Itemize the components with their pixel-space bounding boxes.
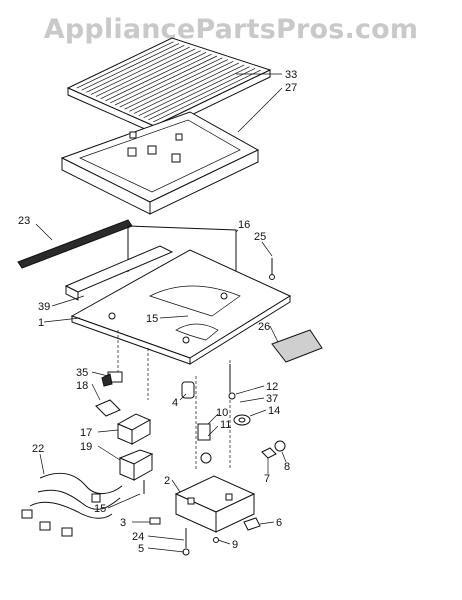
grille-slat [81,43,180,91]
callout-39: 39 [38,301,50,313]
part-1-plate [70,249,292,365]
grille-slat [86,45,185,93]
callouts: 33 27 23 16 25 39 1 15 26 35 18 12 37 14… [18,69,297,555]
callout-2: 2 [164,475,170,487]
assembly-guides [117,330,231,470]
callout-9: 9 [232,539,238,551]
callout-8: 8 [284,461,290,473]
part-18-bracket [95,399,121,417]
callout-26: 26 [258,321,270,333]
callout-15-bottom: 15 [94,503,106,515]
part-25-screw [269,258,275,280]
callout-7: 7 [264,473,270,485]
part-14-grommet [233,414,251,426]
callout-4: 4 [172,397,178,409]
callout-16: 16 [238,219,250,231]
part-39-bracket [64,245,174,301]
grille-slat [105,52,207,102]
grille-slat [114,55,218,106]
callout-19: 19 [80,441,92,453]
callout-11: 11 [220,419,231,431]
grille-slat [90,46,190,95]
grille-slat [95,48,196,97]
callout-17: 17 [80,427,92,439]
watermark: AppliancePartsPros.com [43,14,419,45]
part-23-strip [17,219,133,269]
grille-slat [143,66,250,118]
callout-18: 18 [76,380,88,392]
part-10-11-relay [197,423,212,464]
part-12-37-rod [228,364,236,400]
part-4-clip [181,381,195,399]
callout-25: 25 [254,231,266,243]
grille-slat [138,64,245,116]
callout-3: 3 [120,517,126,529]
callout-24: 24 [132,531,144,543]
part-35-knob [101,371,123,387]
grille-slat [110,53,212,104]
callout-33: 33 [285,69,297,81]
callout-6: 6 [276,517,282,529]
grille-slat [153,69,261,123]
part-19-housing [118,449,154,481]
leader-lines [35,73,287,553]
callout-35: 35 [76,367,88,379]
part-22-wire-harness [21,472,123,537]
part-8-component [274,440,286,452]
grille-slat [100,50,201,99]
callout-22: 22 [32,443,44,455]
part-7-component [261,447,277,459]
part-2-bracket [174,475,256,533]
grille-slat [148,68,256,121]
part-24-5-screw [182,528,190,556]
grille-slat [124,59,229,110]
part-26-insulation [271,329,323,363]
part-6-part [243,517,261,531]
part-9-screw [213,537,219,543]
part-3-clip [149,517,161,525]
grille-slat [129,61,234,112]
callout-15-top: 15 [146,313,158,325]
callout-12: 12 [266,381,278,393]
callout-1: 1 [38,317,44,329]
callout-27: 27 [285,82,297,94]
part-27-frame [60,111,260,215]
callout-5: 5 [138,543,144,555]
grille-slat [76,41,174,89]
part-17-control-box [116,413,152,445]
grille-slat [119,57,223,108]
callout-37: 37 [266,393,278,405]
grille-slat [133,62,239,114]
part-33-grille [66,37,272,134]
callout-23: 23 [18,215,30,227]
callout-10: 10 [216,407,228,419]
callout-14: 14 [268,405,280,417]
